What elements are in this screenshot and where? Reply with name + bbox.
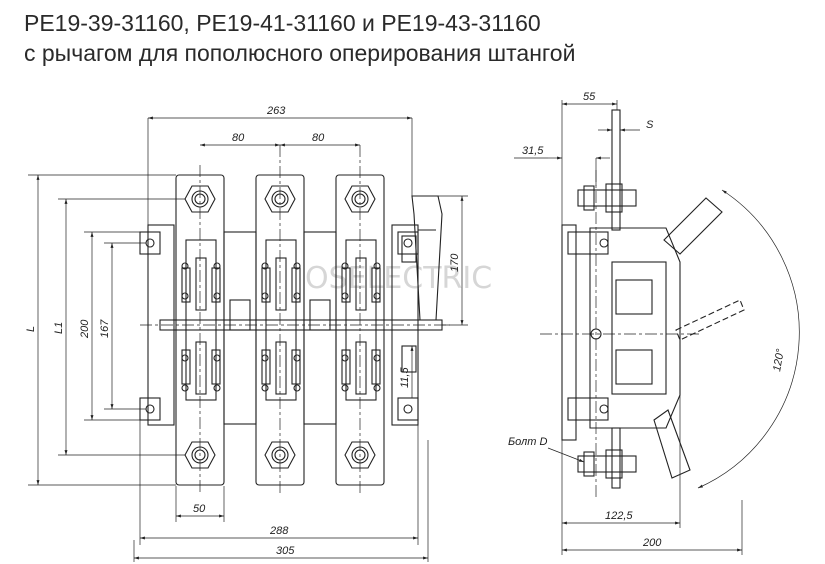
dim-55: 55 <box>583 91 596 103</box>
dim-167: 167 <box>99 319 111 338</box>
side-view <box>540 109 745 500</box>
dim-200: 200 <box>79 319 91 339</box>
dim-S: S <box>646 119 654 131</box>
dim-80-right: 80 <box>312 132 325 144</box>
dim-120-degrees: 120° <box>771 347 787 372</box>
dim-288: 288 <box>269 525 289 537</box>
dim-L1: L1 <box>53 322 65 334</box>
page-subtitle: с рычагом для пополюсного оперирования ш… <box>24 40 576 66</box>
dim-170: 170 <box>449 253 461 272</box>
front-view <box>139 145 450 495</box>
dim-305: 305 <box>276 545 295 557</box>
dim-263: 263 <box>266 105 286 117</box>
title-block: РЕ19-39-31160, РЕ19-41-31160 и РЕ19-43-3… <box>24 8 575 68</box>
watermark: OSELECTRIC <box>305 261 492 296</box>
front-dimensions <box>28 116 468 562</box>
dim-50: 50 <box>193 503 206 515</box>
dim-31-5: 31,5 <box>522 145 544 157</box>
side-dimensions <box>514 100 800 555</box>
dim-L: L <box>25 326 37 332</box>
dim-11-5: 11,5 <box>399 367 411 388</box>
page-title: РЕ19-39-31160, РЕ19-41-31160 и РЕ19-43-3… <box>24 10 541 36</box>
side-handle-off <box>653 409 691 479</box>
dim-200-side: 200 <box>642 537 662 549</box>
side-base-plate <box>561 224 577 441</box>
dim-122-5: 122,5 <box>605 510 633 522</box>
bolt-d-label: Болт D <box>508 436 547 448</box>
dim-80-left: 80 <box>232 132 245 144</box>
